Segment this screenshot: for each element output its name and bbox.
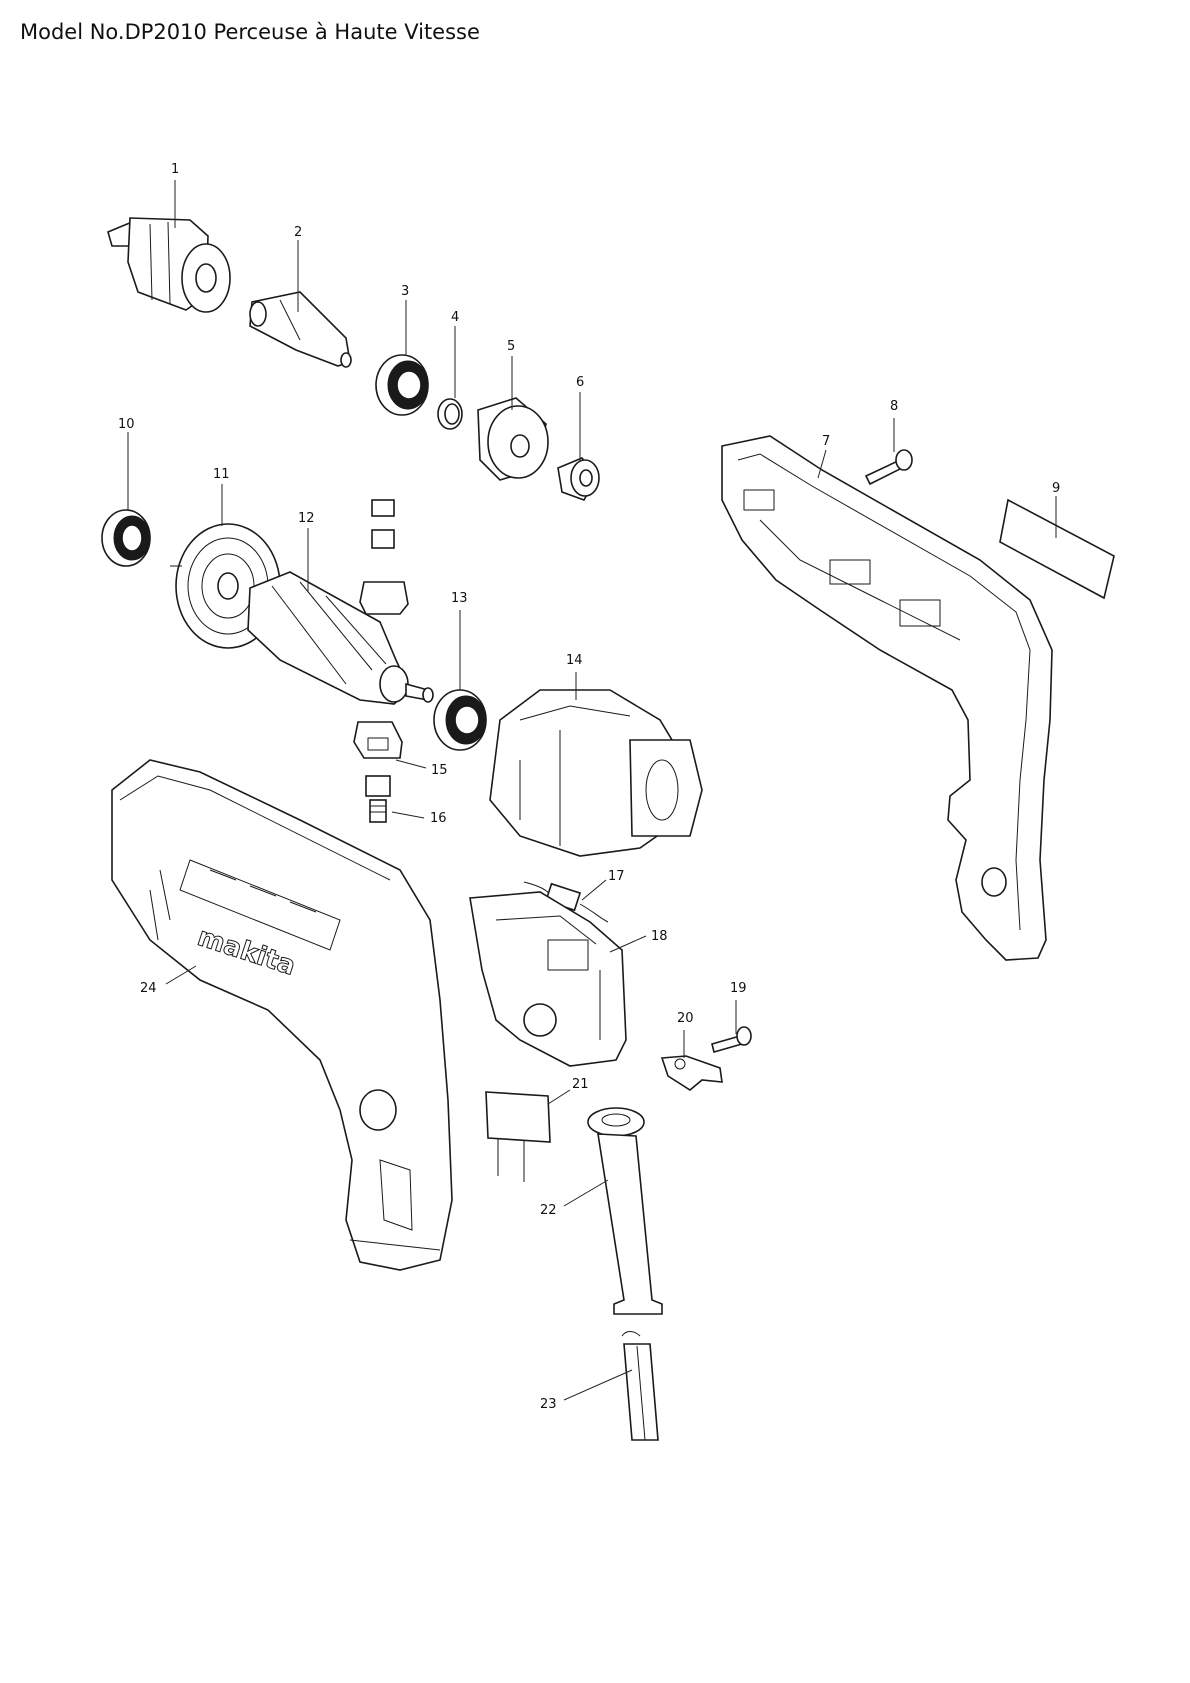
part-drill-chuck	[107, 217, 231, 313]
part-ball-bearing-13	[433, 689, 487, 751]
callout-19: 19	[730, 981, 747, 996]
part-brush-holder	[353, 721, 403, 759]
callout-8: 8	[890, 399, 898, 414]
part-power-supply-cord	[621, 1331, 659, 1441]
callout-22: 22	[540, 1203, 557, 1218]
callout-23: 23	[540, 1397, 557, 1412]
callout-4: 4	[451, 310, 459, 325]
part-spindle	[249, 291, 352, 368]
callout-9: 9	[1052, 481, 1060, 496]
callout-14: 14	[566, 653, 583, 668]
part-carbon-brush	[365, 775, 391, 823]
callout-16: 16	[430, 811, 447, 826]
part-ball-bearing-6	[557, 457, 600, 501]
part-tapping-screw-19	[711, 1026, 752, 1053]
leader-lines	[127, 180, 1057, 1401]
part-ball-bearing-10	[101, 509, 151, 567]
callout-10: 10	[118, 417, 135, 432]
callout-13: 13	[451, 591, 468, 606]
callout-11: 11	[213, 467, 230, 482]
callout-5: 5	[507, 339, 515, 354]
part-cord-guard	[587, 1107, 663, 1315]
part-switch	[469, 891, 627, 1067]
callout-7: 7	[822, 434, 830, 449]
part-capacitor	[485, 1091, 551, 1182]
callout-6: 6	[576, 375, 584, 390]
callout-20: 20	[677, 1011, 694, 1026]
part-retaining-ring	[437, 398, 463, 430]
callout-17: 17	[608, 869, 625, 884]
callout-15: 15	[431, 763, 448, 778]
part-field	[489, 689, 703, 857]
callout-2: 2	[294, 225, 302, 240]
part-housing-half	[721, 435, 1053, 961]
part-armature	[247, 571, 434, 705]
part-brush-assembly-upper	[359, 499, 409, 615]
part-tapping-screw-8	[864, 449, 913, 486]
part-ball-bearing-3	[375, 354, 429, 416]
part-strain-relief	[660, 1055, 723, 1091]
part-name-plate-label	[999, 498, 1115, 600]
callout-21: 21	[572, 1077, 589, 1092]
callout-3: 3	[401, 284, 409, 299]
callout-24: 24	[140, 981, 157, 996]
part-helical-gear	[477, 397, 549, 481]
page-title: Model No.DP2010 Perceuse à Haute Vitesse	[20, 20, 480, 44]
callout-numbers: 1 2 3 4 5 6 7 8 9 10 11 12 13 14 15 16 1…	[118, 162, 1060, 1412]
callout-12: 12	[298, 511, 315, 526]
callout-18: 18	[651, 929, 668, 944]
part-housing-set	[111, 759, 453, 1271]
callout-1: 1	[171, 162, 179, 177]
